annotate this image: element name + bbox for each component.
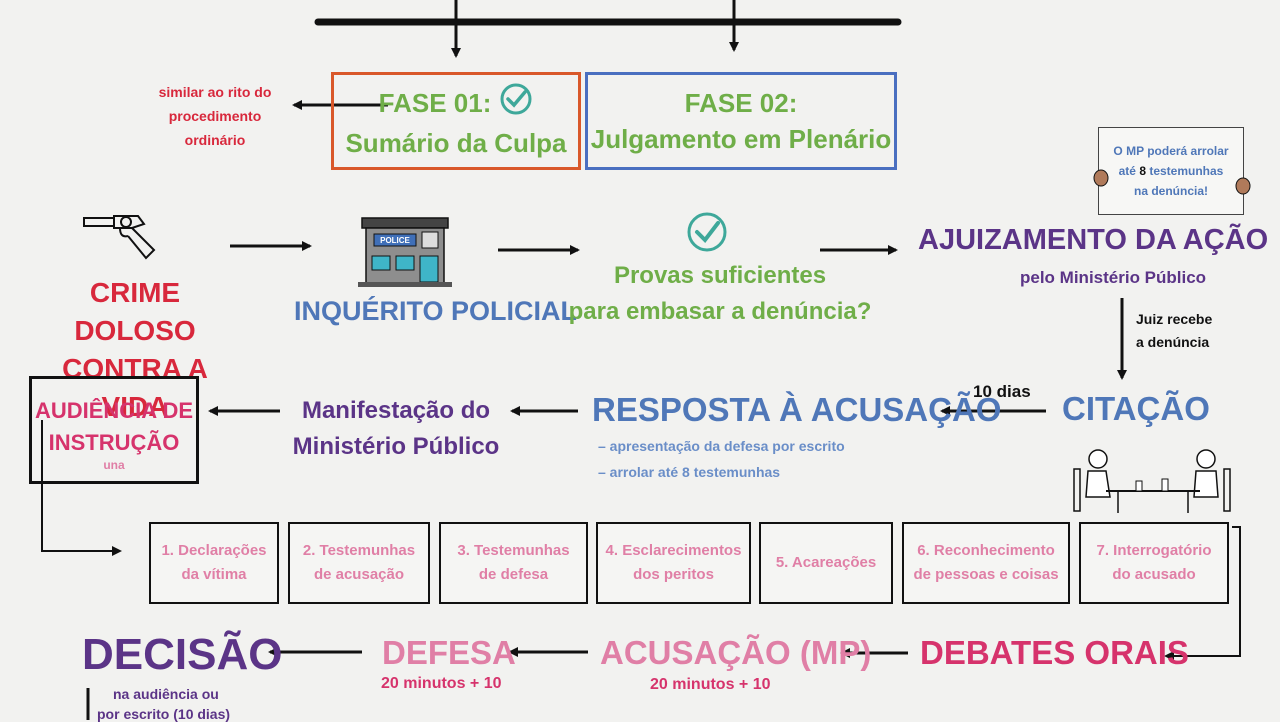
step-7-line2: do acusado (1112, 566, 1196, 583)
similar-line2: procedimento (168, 108, 262, 124)
ajuizamento-title: AJUIZAMENTO DA AÇÃO (918, 224, 1269, 256)
similar-note: similar ao rito do procedimento ordinári… (140, 80, 290, 152)
step-box-3: 3. Testemunhas de defesa (439, 522, 588, 604)
mp-note-line1: O MP poderá arrolar (1113, 144, 1229, 158)
provas-line1: Provas suficientes (613, 262, 827, 289)
step-3-line1: 3. Testemunhas (457, 542, 570, 559)
step-4-line1: 4. Esclarecimentos (605, 542, 742, 559)
step-box-5: 5. Acareações (759, 522, 893, 604)
step-6-line1: 6. Reconhecimento (917, 542, 1055, 559)
audiencia-line1: AUDIÊNCIA DE (34, 398, 194, 423)
audiencia-line2: INSTRUÇÃO (48, 430, 180, 455)
mp-note-text2: testemunhas (1146, 164, 1224, 178)
step-2-line2: de acusação (313, 566, 405, 583)
manifestacao-line2: Ministério Público (292, 433, 500, 460)
similar-line3: ordinário (184, 132, 246, 148)
juiz-line1: Juiz recebe (1136, 311, 1213, 327)
resposta-title: RESPOSTA À ACUSAÇÃO (592, 391, 1002, 428)
manifestacao-line1: Manifestação do (301, 397, 491, 424)
audiencia-sub: una (103, 458, 125, 472)
mp-note-text: até (1118, 164, 1140, 178)
resposta-item1: – apresentação da defesa por escrito (598, 438, 845, 454)
step-5-line1: 5. Acareações (775, 554, 877, 571)
fase01-title: Sumário da Culpa (345, 127, 567, 158)
citacao-days: 10 dias (973, 382, 1031, 401)
mp-note: O MP poderá arrolar até 8 testemunhas na… (1098, 127, 1244, 215)
audiencia-box: AUDIÊNCIA DE INSTRUÇÃO una (29, 376, 199, 484)
revolver-icon (82, 210, 162, 266)
check-icon (499, 82, 533, 125)
defesa-time: 20 minutos + 10 (381, 675, 502, 692)
check-icon (686, 211, 728, 257)
step-7-line1: 7. Interrogatório (1096, 542, 1212, 559)
fase02-label: FASE 02: (684, 88, 798, 118)
step-2-line1: 2. Testemunhas (302, 542, 416, 559)
similar-line1: similar ao rito do (158, 84, 272, 100)
fase02-box: FASE 02: Julgamento em Plenário (585, 72, 897, 170)
manifestacao-label: Manifestação do Ministério Público (284, 393, 508, 465)
fase02-title: Julgamento em Plenário (590, 124, 892, 154)
decisao-line2: por escrito (10 dias) (97, 706, 231, 722)
hand-left-icon (1092, 168, 1110, 192)
decisao-line1: na audiência ou (113, 686, 219, 702)
fase01-box: FASE 01: Sumário da Culpa (331, 72, 581, 170)
acusacao-title: ACUSAÇÃO (MP) (600, 634, 872, 671)
provas-line2: para embasar a denúncia? (568, 298, 872, 325)
people-at-table-icon (1066, 445, 1238, 519)
crime-line1: CRIME DOLOSO (74, 277, 196, 346)
ajuizamento-sub: pelo Ministério Público (1020, 268, 1207, 287)
step-box-7: 7. Interrogatório do acusado (1079, 522, 1229, 604)
provas-label: Provas suficientes para embasar a denúnc… (560, 258, 880, 330)
juiz-note: Juiz recebe a denúncia (1136, 308, 1212, 354)
hand-right-icon (1234, 176, 1252, 200)
debates-title: DEBATES ORAIS (920, 634, 1189, 671)
mp-note-number: 8 (1139, 164, 1146, 178)
step-1-line2: da vítima (181, 566, 247, 583)
mp-note-line3: na denúncia! (1133, 184, 1208, 198)
defesa-title: DEFESA (382, 634, 516, 671)
resposta-item2: – arrolar até 8 testemunhas (598, 464, 781, 480)
step-box-4: 4. Esclarecimentos dos peritos (596, 522, 751, 604)
police-station-icon: POLICE (358, 212, 454, 292)
step-box-6: 6. Reconhecimento de pessoas e coisas (902, 522, 1070, 604)
step-6-line2: de pessoas e coisas (913, 566, 1059, 583)
acusacao-time: 20 minutos + 10 (650, 676, 771, 693)
crime-label: CRIME DOLOSO CONTRA A VIDA (30, 274, 240, 426)
inquerito-label: INQUÉRITO POLICIAL (294, 296, 578, 326)
step-3-line2: de defesa (478, 566, 549, 583)
step-4-line2: dos peritos (633, 566, 714, 583)
mp-note-line2: até 8 testemunhas (1113, 161, 1228, 181)
step-1-line1: 1. Declarações (161, 542, 267, 559)
decisao-title: DECISÃO (82, 630, 283, 679)
step-box-1: 1. Declarações da vítima (149, 522, 279, 604)
police-sign-text: POLICE (380, 236, 410, 245)
step-box-2: 2. Testemunhas de acusação (288, 522, 430, 604)
citacao-title: CITAÇÃO (1062, 390, 1210, 427)
juiz-line2: a denúncia (1136, 334, 1210, 350)
fase01-label: FASE 01: (378, 88, 492, 118)
